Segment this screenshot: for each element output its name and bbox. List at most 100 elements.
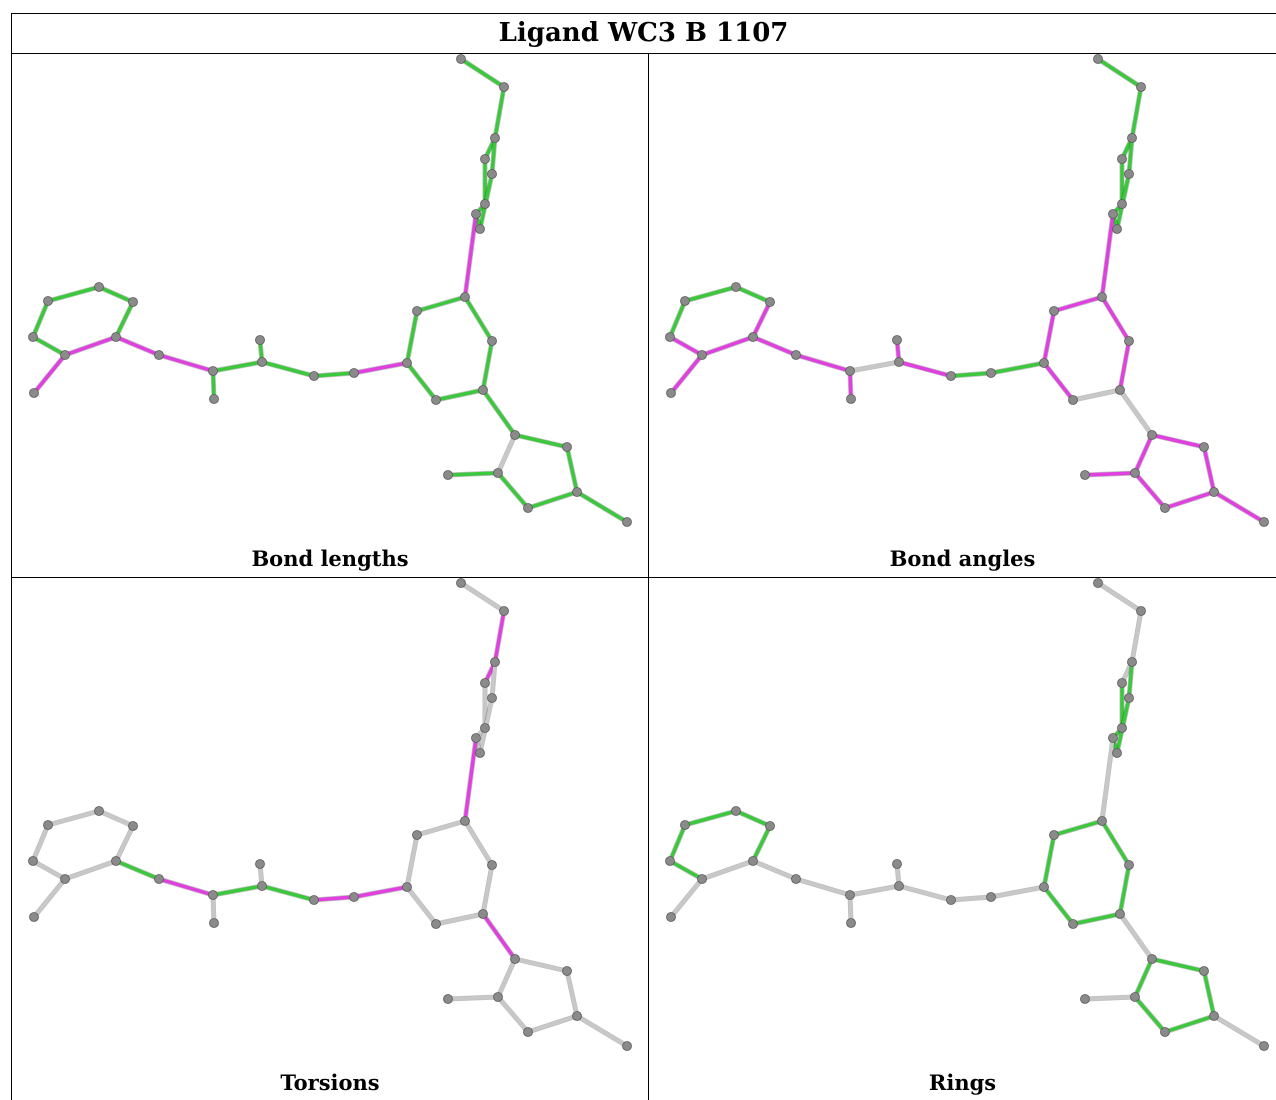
atom xyxy=(402,358,412,368)
bond xyxy=(446,471,500,477)
column-divider xyxy=(648,53,649,1100)
bond xyxy=(352,885,409,899)
bond xyxy=(97,285,135,304)
bond xyxy=(794,877,852,897)
bond xyxy=(459,57,506,89)
atom xyxy=(493,468,503,478)
bond xyxy=(575,1014,629,1048)
bond xyxy=(1083,471,1137,477)
bond xyxy=(1096,581,1143,613)
bond xyxy=(463,295,494,343)
atom xyxy=(402,882,412,892)
atom xyxy=(499,606,509,616)
atom xyxy=(680,820,690,830)
atom xyxy=(765,297,775,307)
atom xyxy=(510,430,520,440)
atom xyxy=(1080,470,1090,480)
atom xyxy=(665,856,675,866)
bond xyxy=(481,339,494,392)
bond xyxy=(463,819,494,867)
atom xyxy=(1127,133,1137,143)
bond xyxy=(493,85,506,140)
bond xyxy=(794,353,852,373)
bond xyxy=(897,360,953,378)
atom xyxy=(209,394,219,404)
atom xyxy=(1124,169,1134,179)
atom xyxy=(499,82,509,92)
bond xyxy=(63,859,118,881)
atom xyxy=(43,296,53,306)
bond xyxy=(700,859,755,881)
bond xyxy=(751,300,772,339)
bond xyxy=(897,884,953,902)
atom xyxy=(562,442,572,452)
atom xyxy=(1117,154,1127,164)
atom xyxy=(622,1041,632,1051)
bond xyxy=(1052,295,1104,313)
atom xyxy=(412,306,422,316)
atom xyxy=(1068,395,1078,405)
bond xyxy=(1118,388,1154,437)
bond xyxy=(415,819,467,837)
bond xyxy=(260,884,316,902)
atom xyxy=(1093,578,1103,588)
bond xyxy=(63,335,118,357)
atom xyxy=(1124,860,1134,870)
atom xyxy=(154,874,164,884)
panel-bond-lengths: Bond lengths xyxy=(12,54,648,577)
bond xyxy=(260,360,316,378)
atom xyxy=(1124,336,1134,346)
atom xyxy=(680,296,690,306)
bond xyxy=(848,360,901,373)
atom xyxy=(748,856,758,866)
atom xyxy=(1130,992,1140,1002)
atom xyxy=(94,806,104,816)
bond xyxy=(1133,471,1167,510)
bond xyxy=(446,995,500,1001)
atom xyxy=(29,912,39,922)
atom xyxy=(1115,385,1125,395)
bond xyxy=(211,884,264,897)
bond xyxy=(490,660,497,700)
bond xyxy=(114,300,135,339)
caption-bond-angles: Bond angles xyxy=(889,546,1036,571)
atom xyxy=(986,892,996,902)
bond xyxy=(114,335,161,357)
atom xyxy=(480,678,490,688)
bond xyxy=(463,736,478,823)
atom xyxy=(845,366,855,376)
atom xyxy=(846,918,856,928)
bond xyxy=(1163,1014,1216,1034)
atom xyxy=(846,394,856,404)
bond xyxy=(157,877,215,897)
molecule-bond-angles xyxy=(665,54,1269,527)
atom xyxy=(456,578,466,588)
atom xyxy=(471,733,481,743)
panel-torsions: Torsions xyxy=(12,578,648,1100)
atom xyxy=(1115,909,1125,919)
atom xyxy=(60,350,70,360)
bond xyxy=(496,995,530,1034)
bond xyxy=(1212,1014,1266,1048)
bond xyxy=(669,877,704,919)
atom xyxy=(946,895,956,905)
atom xyxy=(791,874,801,884)
bonds-group xyxy=(667,56,1267,525)
atom xyxy=(443,470,453,480)
atom xyxy=(111,856,121,866)
atom xyxy=(892,335,902,345)
bond xyxy=(405,885,438,926)
bond xyxy=(1133,957,1154,999)
atom xyxy=(154,350,164,360)
atom xyxy=(1160,1027,1170,1037)
bond xyxy=(683,285,738,303)
bond xyxy=(1096,57,1143,89)
atom xyxy=(666,388,676,398)
atom xyxy=(748,332,758,342)
bond xyxy=(157,353,215,373)
panel-bond-angles: Bond angles xyxy=(649,54,1276,577)
bond xyxy=(668,859,704,881)
atom xyxy=(510,954,520,964)
atom xyxy=(255,859,265,869)
atoms-group xyxy=(28,54,632,527)
